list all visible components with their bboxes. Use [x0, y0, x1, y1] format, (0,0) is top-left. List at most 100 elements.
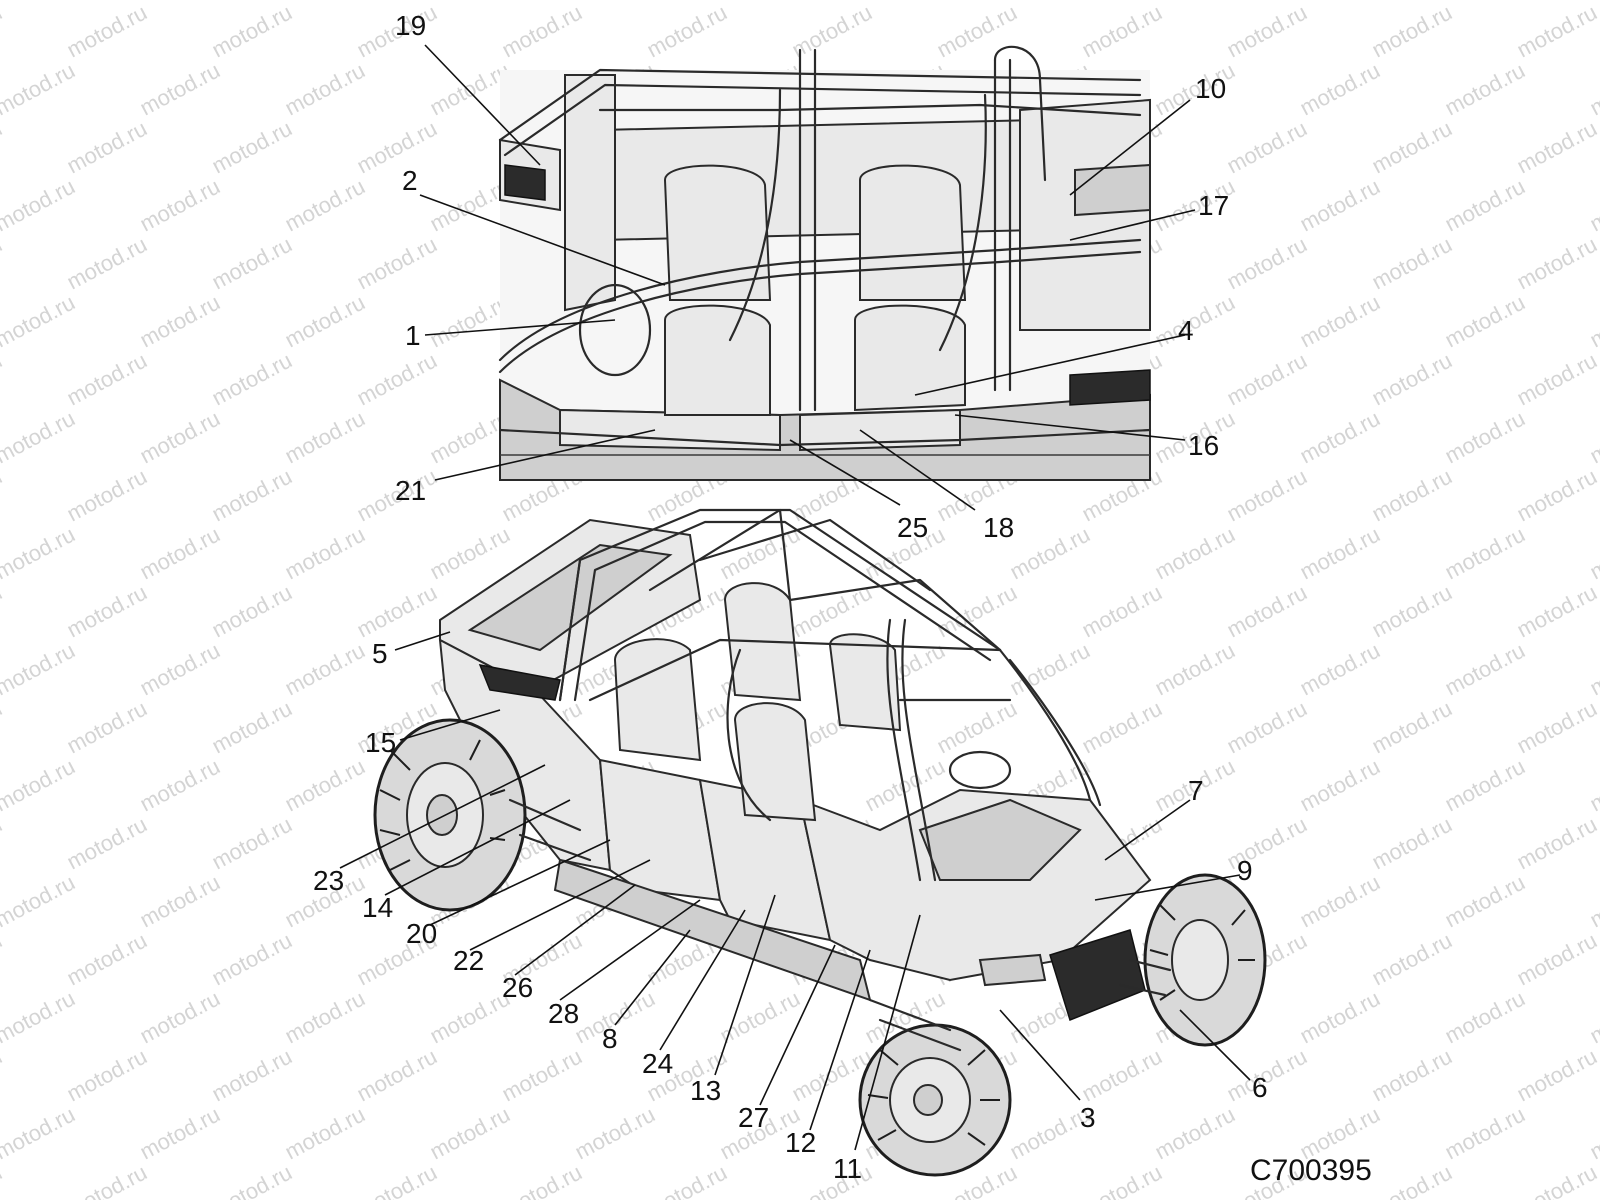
watermark-text: motod.ru — [63, 116, 151, 179]
watermark-text: motod.ru — [208, 812, 296, 875]
watermark-text: motod.ru — [1223, 232, 1311, 295]
watermark-text: motod.ru — [1151, 0, 1239, 4]
watermark-text: motod.ru — [1586, 174, 1600, 237]
watermark-text: motod.ru — [1296, 870, 1384, 933]
watermark-text: motod.ru — [1513, 0, 1600, 62]
callout-26: 26 — [502, 972, 533, 1003]
watermark-text: motod.ru — [0, 754, 79, 817]
watermark-text: motod.ru — [281, 754, 369, 817]
watermark-text: motod.ru — [571, 1102, 659, 1165]
watermark-text: motod.ru — [0, 1160, 6, 1200]
watermark-text: motod.ru — [933, 696, 1021, 759]
watermark-text: motod.ru — [1368, 812, 1456, 875]
watermark-text: motod.ru — [136, 522, 224, 585]
watermark-text: motod.ru — [1151, 1102, 1239, 1165]
watermark-text: motod.ru — [1223, 580, 1311, 643]
watermark-text: motod.ru — [1368, 580, 1456, 643]
watermark-text: motod.ru — [0, 986, 79, 1049]
watermark-text: motod.ru — [353, 580, 441, 643]
watermark-text: motod.ru — [426, 0, 514, 4]
callout-21: 21 — [395, 475, 426, 506]
watermark-text: motod.ru — [0, 290, 79, 353]
watermark-text: motod.ru — [0, 232, 6, 295]
watermark-text: motod.ru — [1513, 1160, 1600, 1200]
watermark-text: motod.ru — [208, 696, 296, 759]
watermark-text: motod.ru — [498, 0, 586, 62]
watermark-text: motod.ru — [1368, 0, 1456, 62]
top-interior-view — [498, 45, 1152, 481]
watermark-text: motod.ru — [1368, 116, 1456, 179]
watermark-text: motod.ru — [1513, 116, 1600, 179]
watermark-text: motod.ru — [281, 290, 369, 353]
watermark-text: motod.ru — [63, 1160, 151, 1200]
watermark-text: motod.ru — [1368, 464, 1456, 527]
callout-5: 5 — [372, 638, 388, 669]
watermark-text: motod.ru — [498, 1160, 586, 1200]
watermark-text: motod.ru — [0, 522, 79, 585]
watermark-text: motod.ru — [208, 232, 296, 295]
watermark-text: motod.ru — [426, 522, 514, 585]
watermark-text: motod.ru — [136, 58, 224, 121]
watermark-text: motod.ru — [281, 638, 369, 701]
watermark-text: motod.ru — [1078, 580, 1166, 643]
watermark-text: motod.ru — [1441, 406, 1529, 469]
watermark-text: motod.ru — [1586, 290, 1600, 353]
watermark-text: motod.ru — [0, 1102, 79, 1165]
watermark-text: motod.ru — [1586, 870, 1600, 933]
callout-11: 11 — [833, 1153, 862, 1184]
watermark-text: motod.ru — [1296, 522, 1384, 585]
vehicle-iso-view — [373, 508, 1267, 1177]
watermark-text: motod.ru — [1586, 406, 1600, 469]
callout-9: 9 — [1237, 855, 1253, 886]
watermark-text: motod.ru — [281, 986, 369, 1049]
watermark-text: motod.ru — [208, 1160, 296, 1200]
watermark-text: motod.ru — [1441, 638, 1529, 701]
watermark-text: motod.ru — [1586, 1102, 1600, 1165]
callout-22: 22 — [453, 945, 484, 976]
callout-27: 27 — [738, 1102, 769, 1133]
watermark-text: motod.ru — [136, 754, 224, 817]
watermark-text: motod.ru — [208, 580, 296, 643]
watermark-text: motod.ru — [1006, 522, 1094, 585]
watermark-text: motod.ru — [1441, 174, 1529, 237]
watermark-text: motod.ru — [1296, 290, 1384, 353]
watermark-text: motod.ru — [353, 116, 441, 179]
watermark-text: motod.ru — [281, 406, 369, 469]
watermark-text: motod.ru — [281, 0, 369, 4]
watermark-text: motod.ru — [1513, 580, 1600, 643]
callout-20: 20 — [406, 918, 437, 949]
watermark-text: motod.ru — [1223, 348, 1311, 411]
watermark-text: motod.ru — [63, 1044, 151, 1107]
watermark-text: motod.ru — [1586, 638, 1600, 701]
watermark-text: motod.ru — [0, 348, 6, 411]
watermark-text: motod.ru — [643, 1160, 731, 1200]
leader-lines — [339, 44, 1251, 1151]
watermark-text: motod.ru — [1223, 0, 1311, 62]
watermark-text: motod.ru — [1586, 58, 1600, 121]
watermark-text: motod.ru — [1513, 696, 1600, 759]
watermark-text: motod.ru — [1296, 406, 1384, 469]
watermark-text: motod.ru — [1513, 928, 1600, 991]
watermark-text: motod.ru — [353, 1160, 441, 1200]
watermark-text: motod.ru — [1441, 0, 1529, 4]
watermark-text: motod.ru — [1296, 754, 1384, 817]
watermark-text: motod.ru — [1006, 0, 1094, 4]
callout-28: 28 — [548, 998, 579, 1029]
watermark-text: motod.ru — [136, 290, 224, 353]
watermark-text: motod.ru — [1586, 522, 1600, 585]
watermark-text: motod.ru — [933, 0, 1021, 62]
watermark-text: motod.ru — [0, 58, 79, 121]
watermark-text: motod.ru — [498, 1044, 586, 1107]
watermark-text: motod.ru — [353, 232, 441, 295]
watermark-text: motod.ru — [0, 0, 6, 62]
callout-24: 24 — [642, 1048, 673, 1079]
callout-23: 23 — [313, 865, 344, 896]
callout-14: 14 — [362, 892, 393, 923]
watermark-text: motod.ru — [1078, 1160, 1166, 1200]
callout-10: 10 — [1195, 73, 1226, 104]
watermark-text: motod.ru — [1078, 1044, 1166, 1107]
watermark-text: motod.ru — [1441, 522, 1529, 585]
watermark-text: motod.ru — [1296, 174, 1384, 237]
watermark-text: motod.ru — [1296, 0, 1384, 4]
watermark-text: motod.ru — [933, 580, 1021, 643]
